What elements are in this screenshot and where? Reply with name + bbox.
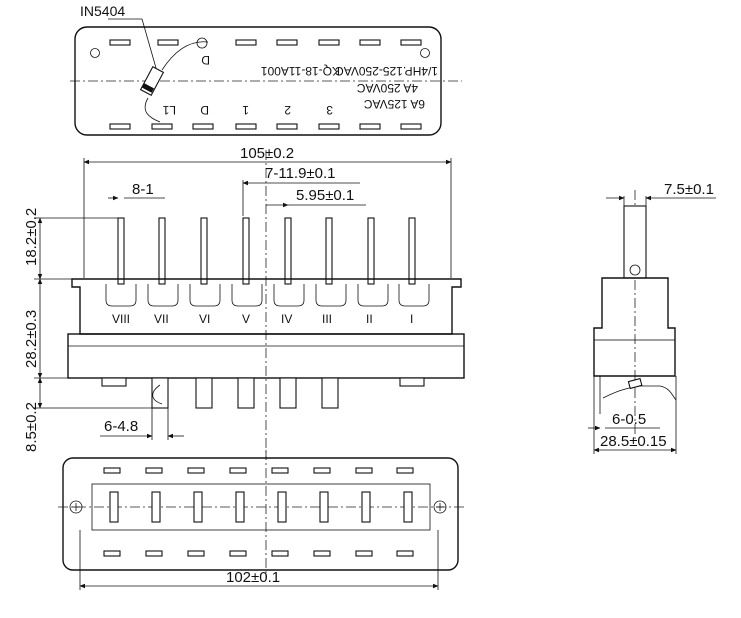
front-pins — [117, 217, 416, 285]
dim-body-height: 28.2±0.3 — [23, 310, 40, 368]
numeral-vi: VI — [199, 312, 210, 326]
numeral-ii: II — [366, 312, 373, 326]
bottom-slots-bottom — [103, 550, 414, 557]
rating-4a: 4A 250VAC — [357, 81, 418, 95]
front-roman-numerals: VIII VII VI V IV III II I — [112, 312, 413, 326]
numeral-iv: IV — [281, 312, 292, 326]
dim-bottom-height: 8.5±0.2 — [23, 402, 40, 452]
dim-side-blade: 6-0.5 — [612, 411, 646, 428]
front-notches — [105, 284, 430, 307]
front-view: VIII VII VI V IV III II I 105±0.2 — [23, 145, 465, 460]
top-view: IN5404 KQ-18-11A001 D 1/4HP.125-250VAC 4… — [70, 3, 462, 136]
top-view-text: KQ-18-11A001 D 1/4HP.125-250VAC 4A 250VA… — [162, 53, 438, 117]
dim-side-pin-width: 7.5±0.1 — [664, 181, 714, 198]
numeral-i: I — [410, 312, 413, 326]
numeral-viii: VIII — [112, 312, 130, 326]
terminal-l1: L1 — [162, 103, 176, 117]
terminal-2: 2 — [284, 103, 291, 117]
dim-pin-thickness: 8-1 — [132, 181, 154, 198]
dim-pin-pitch: 7-11.9±0.1 — [265, 165, 336, 182]
part-number: KQ-18-11A001 — [261, 64, 340, 78]
top-view-slots-upper — [109, 39, 422, 46]
terminal-d: D — [200, 103, 209, 117]
side-view: 7.5±0.1 6-0.5 28.5±0.15 — [588, 181, 716, 454]
diode-top — [139, 37, 209, 123]
terminal-1: 1 — [242, 103, 249, 117]
revision-letter: D — [201, 53, 210, 67]
dim-bottom-width: 102±0.1 — [226, 569, 280, 586]
diode-label: IN5404 — [80, 3, 125, 19]
numeral-iii: III — [322, 312, 332, 326]
top-view-slots-lower — [109, 123, 422, 130]
dim-overall-width: 105±0.2 — [240, 145, 294, 162]
dim-side-depth: 28.5±0.15 — [600, 433, 667, 450]
dim-pin-height: 18.2±0.2 — [23, 208, 40, 266]
bottom-slots-top — [103, 467, 414, 474]
dim-pin-offset: 5.95±0.1 — [296, 187, 354, 204]
rating-hp: 1/4HP.125-250VAC — [335, 64, 438, 78]
bottom-view: 102±0.1 — [58, 450, 464, 590]
numeral-vii: VII — [154, 312, 169, 326]
bottom-slots-center — [109, 491, 413, 523]
dim-blade-width: 6-4.8 — [104, 418, 138, 435]
front-blades — [151, 377, 339, 409]
rating-6a: 6A 125VAC — [364, 97, 425, 111]
terminal-3: 3 — [326, 103, 333, 117]
numeral-v: V — [242, 312, 250, 326]
